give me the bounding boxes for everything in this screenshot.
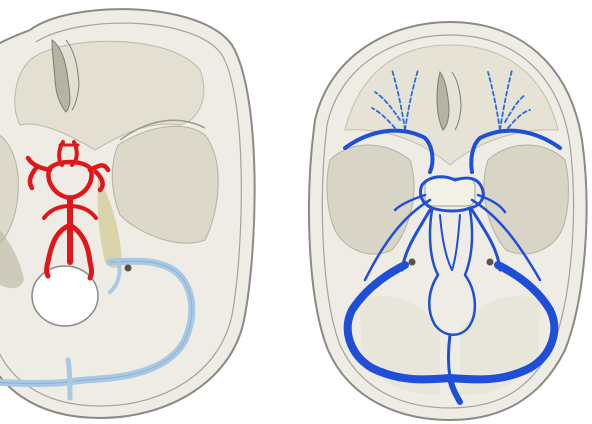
left-skull-panel: [0, 9, 255, 418]
left-foramen-magnum: [32, 266, 98, 326]
right-middle-fossa-right: [484, 145, 568, 254]
occipital-sinus: [449, 335, 451, 378]
right-sella-turcica: [425, 178, 475, 206]
right-skull-panel: [309, 22, 587, 420]
right-middle-fossa-left: [327, 145, 414, 254]
